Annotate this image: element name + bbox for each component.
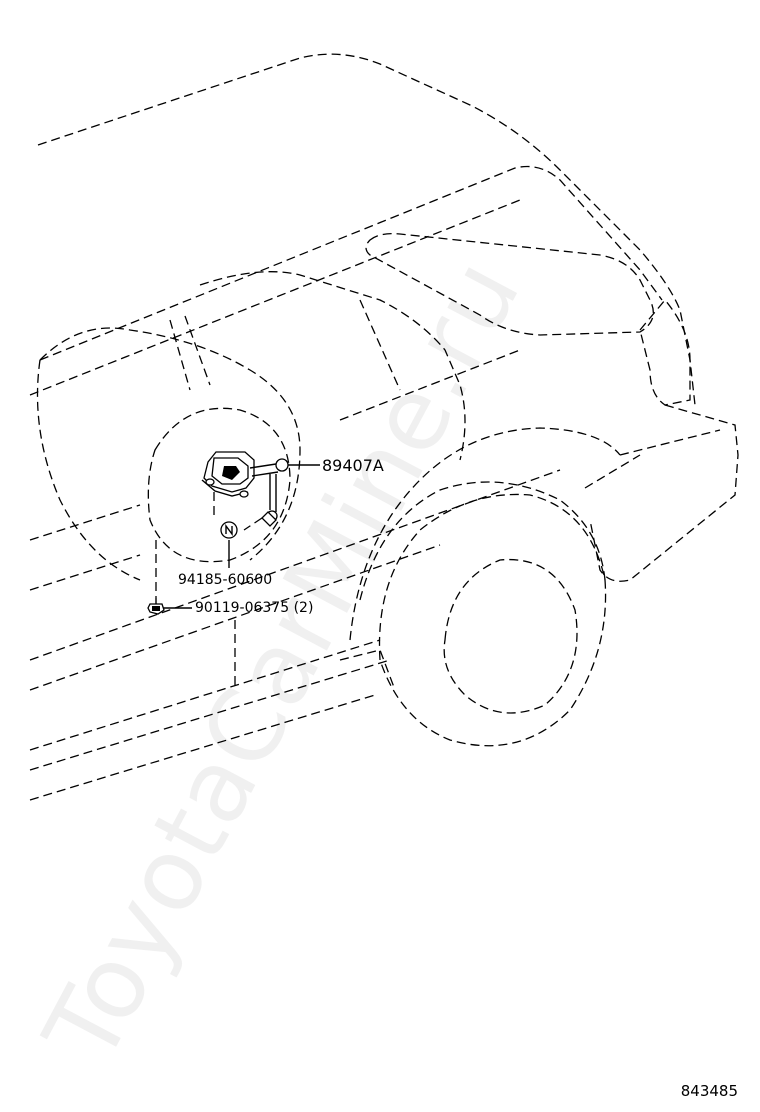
callout-nut-part-number[interactable]: 94185-60600 xyxy=(178,572,273,588)
callout-bolt-part-number: 90119-06375 xyxy=(195,600,290,616)
sill-line-2 xyxy=(29,554,141,591)
quarter-window-outline xyxy=(365,232,654,336)
belt-line-outline xyxy=(29,199,521,396)
body-line-2 xyxy=(29,544,441,691)
rear-tire-outer xyxy=(378,493,607,747)
callout-sensor-part-number[interactable]: 89407A xyxy=(322,456,384,475)
roof-outline xyxy=(37,53,696,406)
bumper-inner-outline xyxy=(584,454,641,489)
bumper-top-outline xyxy=(619,429,721,456)
wheel-arch-outline xyxy=(349,427,621,641)
wheel-arch-inner xyxy=(359,481,606,601)
flange-nut-icon xyxy=(220,521,238,539)
d-pillar-line xyxy=(359,299,401,391)
callout-bolt[interactable]: 90119-06375 (2) xyxy=(195,601,313,615)
door-crease-outline xyxy=(339,349,521,421)
rocker-line-3 xyxy=(29,694,376,801)
spare-tire-outer xyxy=(36,359,141,581)
nut-assembly-line xyxy=(243,517,263,531)
spare-tire-inner xyxy=(147,407,291,563)
tail-lamp-outline xyxy=(639,298,691,406)
diagram-id-label: 843485 xyxy=(680,1082,738,1100)
rear-bumper-outline xyxy=(589,404,739,582)
rocker-line-1 xyxy=(29,639,381,751)
roof-rail-outline xyxy=(39,165,663,361)
bolt-icon xyxy=(147,598,165,615)
rear-tire-inner xyxy=(443,558,578,714)
sill-line-1 xyxy=(29,504,141,541)
spare-tire-edge xyxy=(39,327,301,561)
c-pillar-outline xyxy=(199,271,466,461)
rocker-line-2 xyxy=(29,659,391,771)
height-control-sensor-icon xyxy=(201,451,289,527)
b-pillar-lines xyxy=(169,315,211,391)
bolt-assembly-line xyxy=(155,492,215,598)
callout-bolt-quantity: (2) xyxy=(293,600,314,616)
